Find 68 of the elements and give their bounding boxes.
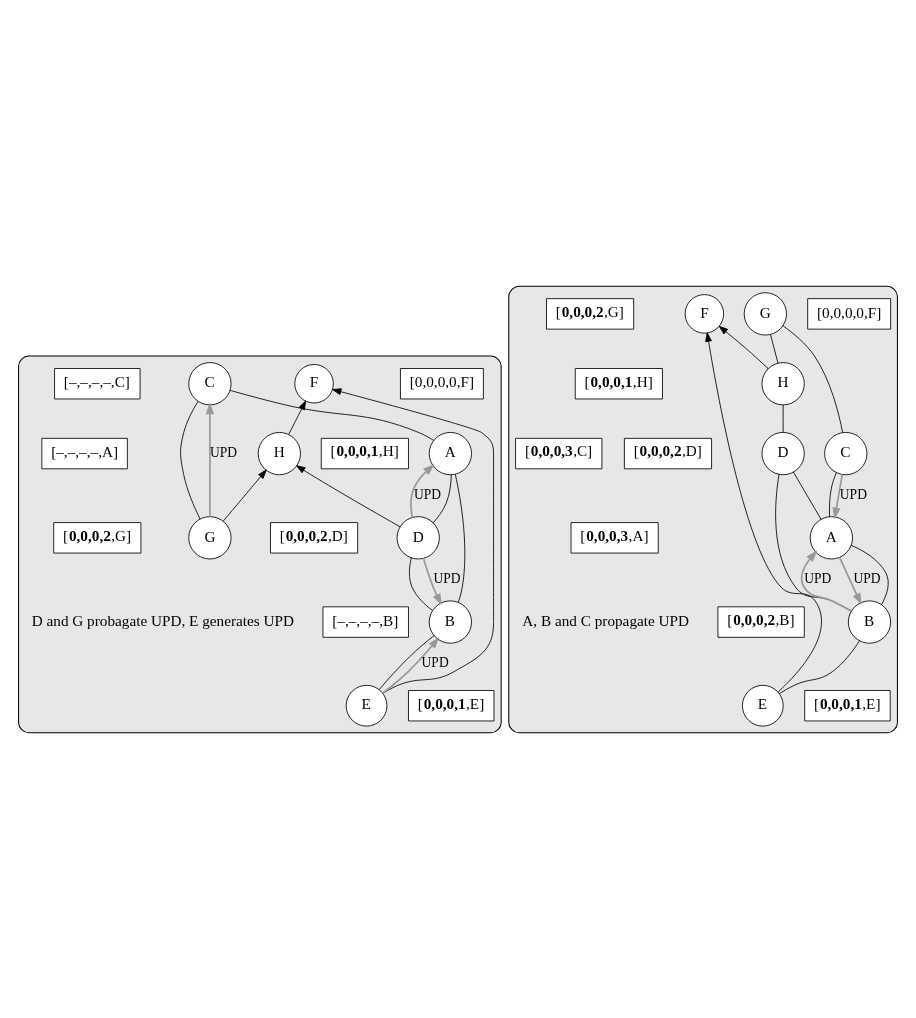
arrow <box>838 555 862 605</box>
arrow <box>332 387 494 694</box>
node-circle: A <box>428 431 472 475</box>
arrow <box>422 556 442 606</box>
node-circle: B <box>847 599 892 644</box>
connector <box>454 473 466 603</box>
connector <box>180 400 201 519</box>
node-circle: C <box>188 361 232 405</box>
node-circle: F <box>294 363 334 403</box>
label: D and G probagate UPD, E generates UPD <box>31 611 295 629</box>
node-circle: D <box>761 431 805 475</box>
connector <box>829 471 837 517</box>
cluster <box>508 285 898 733</box>
node-circle: F <box>684 293 725 334</box>
connector <box>432 473 452 523</box>
node-box: [0,0,0,2,D] <box>270 521 359 553</box>
node-circle: C <box>824 431 868 475</box>
arrow <box>296 464 401 527</box>
connector <box>782 403 784 433</box>
node-box: [0,0,0,3,A] <box>570 521 659 553</box>
node-box: [0,0,0,1,E] <box>804 689 891 721</box>
connector <box>850 544 889 605</box>
connector <box>792 471 822 520</box>
node-box: [–,–,–,–,A] <box>41 437 128 469</box>
arrow <box>222 469 267 521</box>
arrow <box>410 463 435 519</box>
node-circle: G <box>188 515 232 559</box>
node-box: [0,0,0,0,F] <box>400 367 484 399</box>
connector <box>770 333 779 364</box>
edge-label: UPD <box>209 444 237 460</box>
node-box: [0,0,0,3,C] <box>515 437 603 469</box>
node-box: [–,–,–,–,C] <box>54 367 141 399</box>
node-circle: G <box>743 291 787 335</box>
node-box: [0,0,0,2,B] <box>717 605 805 638</box>
node-circle: E <box>345 684 388 727</box>
node-box: [0,0,0,2,D] <box>623 437 712 469</box>
edge-label: UPD <box>853 570 881 586</box>
node-box: [0,0,0,0,F] <box>807 297 892 330</box>
arrow <box>288 400 307 435</box>
node-circle: B <box>428 599 472 644</box>
label: A, B and C propagate UPD <box>522 611 690 629</box>
node-box: [0,0,0,1,H] <box>574 367 663 399</box>
node-box: [–,–,–,–,B] <box>322 605 409 638</box>
cluster <box>18 355 502 733</box>
edge-label: UPD <box>804 570 832 586</box>
edge-label: UPD <box>421 654 449 670</box>
node-circle: A <box>809 515 853 559</box>
arrow <box>832 473 844 520</box>
edge-label: UPD <box>839 486 867 502</box>
arrow <box>705 331 822 692</box>
node-box: [0,0,0,1,E] <box>408 689 495 721</box>
connector <box>408 556 433 611</box>
node-box: [0,0,0,2,G] <box>546 297 635 330</box>
connector <box>782 324 844 433</box>
arrow <box>800 549 853 612</box>
node-box: [0,0,0,1,H] <box>320 437 409 469</box>
connector <box>778 639 860 694</box>
node-circle: D <box>396 515 440 559</box>
node-circle: H <box>257 431 301 475</box>
connector <box>775 473 852 611</box>
edge-label: UPD <box>433 570 461 586</box>
arrow <box>205 401 215 518</box>
connector <box>229 389 435 441</box>
arrow <box>718 325 769 369</box>
node-circle: H <box>761 361 805 405</box>
node-circle: E <box>742 684 784 727</box>
edge-label: UPD <box>413 486 442 502</box>
node-box: [0,0,0,2,G] <box>53 521 142 553</box>
